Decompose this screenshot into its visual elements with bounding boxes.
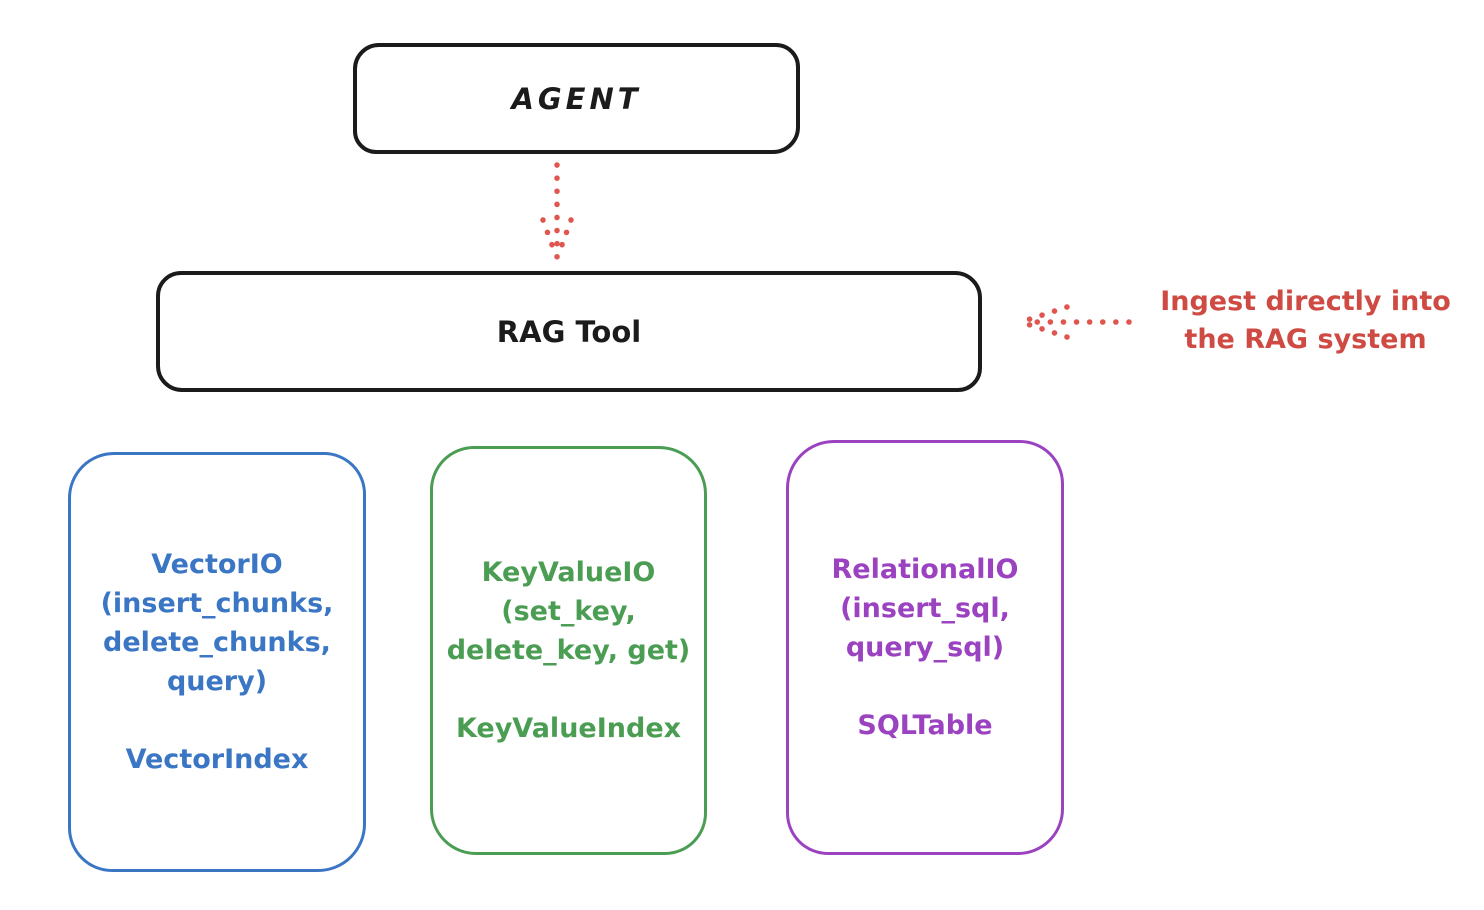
vector-io-title-line: (insert_chunks, (100, 588, 334, 619)
annotation-to-ragtool-arrow-icon (1024, 304, 1132, 340)
relational-io-box: RelationalIO (insert_sql, query_sql) SQL… (786, 440, 1064, 855)
agent-box-label: AGENT (511, 81, 642, 116)
rag-tool-box-label: RAG Tool (496, 314, 642, 349)
ingest-annotation-line2: the RAG system (1184, 324, 1427, 355)
keyvalue-io-title: KeyValueIO (set_key, delete_key, get) (447, 553, 691, 670)
vector-io-title-line: query) (166, 666, 268, 697)
vector-io-box: VectorIO (insert_chunks, delete_chunks, … (68, 452, 366, 872)
keyvalue-io-box: KeyValueIO (set_key, delete_key, get) Ke… (430, 446, 707, 855)
ingest-annotation-line1: Ingest directly into (1160, 286, 1451, 317)
relational-io-title-line: (insert_sql, (840, 593, 1010, 624)
vector-io-title-line: delete_chunks, (103, 627, 331, 658)
sql-table-label: SQLTable (857, 710, 993, 741)
vector-index-label: VectorIndex (125, 744, 309, 775)
rag-tool-box: RAG Tool (156, 271, 982, 392)
vector-io-title: VectorIO (insert_chunks, delete_chunks, … (101, 545, 334, 701)
keyvalue-io-title-line: KeyValueIO (481, 557, 656, 588)
relational-io-title: RelationalIO (insert_sql, query_sql) (832, 550, 1019, 667)
agent-box: AGENT (353, 43, 800, 154)
agent-to-ragtool-arrow-icon (540, 162, 574, 261)
vector-io-title-line: VectorIO (151, 549, 283, 580)
keyvalue-index-label: KeyValueIndex (455, 713, 682, 744)
keyvalue-io-title-line: delete_key, get) (446, 635, 691, 666)
relational-io-title-line: RelationalIO (831, 554, 1019, 585)
keyvalue-io-title-line: (set_key, (501, 596, 636, 627)
relational-io-title-line: query_sql) (845, 632, 1005, 663)
ingest-annotation: Ingest directly into the RAG system (1133, 283, 1478, 359)
